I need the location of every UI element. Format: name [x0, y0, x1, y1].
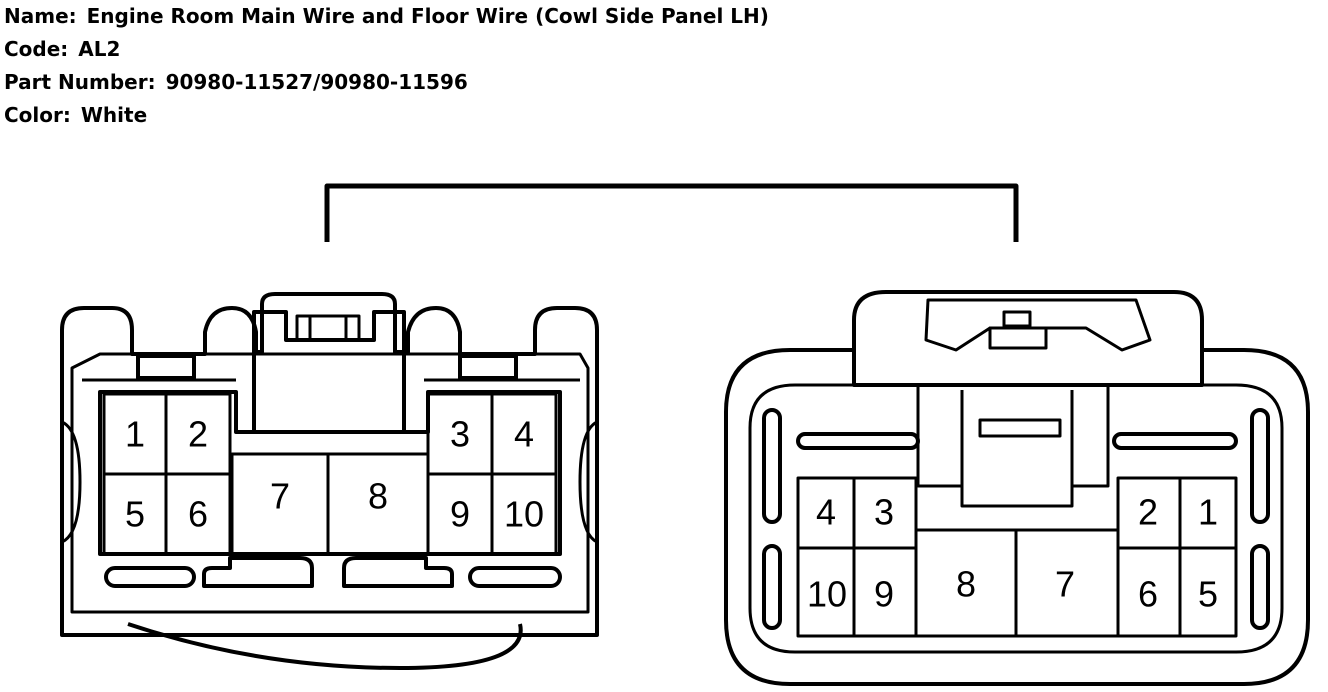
- right-connector: 4 3 2 1 10 9 8 7 6 5: [724, 290, 1310, 686]
- left-lock-tab: [295, 314, 361, 342]
- right-lock-housing: [852, 290, 1204, 387]
- right-pin-1: 1: [1198, 492, 1218, 533]
- right-pin-4: 4: [816, 492, 836, 533]
- right-lock-latch: [978, 418, 1062, 438]
- right-cell-5: [1178, 546, 1238, 638]
- right-side-slot-1: [762, 408, 782, 524]
- left-pin-5: 5: [125, 494, 145, 535]
- right-pin-6: 6: [1138, 574, 1158, 615]
- left-cell-6: [164, 472, 232, 556]
- right-pin-cells: [796, 476, 1238, 638]
- left-tab-left: [136, 354, 196, 380]
- color-label: Color:: [4, 103, 71, 127]
- right-lock-rails: [960, 390, 1074, 486]
- color-value: White: [80, 103, 148, 127]
- left-slot-3: [342, 556, 454, 588]
- code-label: Code:: [4, 37, 69, 61]
- left-pin-4: 4: [514, 414, 534, 455]
- right-pin-3: 3: [874, 492, 894, 533]
- right-top-slot-left: [796, 432, 920, 450]
- right-pin-10: 10: [807, 574, 847, 615]
- left-pin-8: 8: [368, 476, 388, 517]
- left-rib-left: [61, 420, 82, 544]
- right-pin-5: 5: [1198, 574, 1218, 615]
- part-number-value: 90980-11527/90980-11596: [165, 70, 468, 94]
- right-side-slot-4: [1250, 544, 1270, 630]
- name-label: Name:: [4, 4, 77, 28]
- left-lock-detail: [308, 316, 348, 340]
- right-pin-8: 8: [956, 564, 976, 605]
- right-lock-nub: [1002, 310, 1032, 328]
- left-tab-right: [458, 354, 518, 380]
- right-pin-9: 9: [874, 574, 894, 615]
- right-housing-inner: [748, 383, 1284, 654]
- left-cell-10: [490, 472, 558, 556]
- part-number-label: Part Number:: [4, 70, 156, 94]
- part-number-row: Part Number: 90980-11527/90980-11596: [4, 66, 769, 99]
- name-row: Name: Engine Room Main Wire and Floor Wir…: [4, 0, 769, 33]
- left-pin-2: 2: [188, 414, 208, 455]
- left-connector: 1 2 3 4 5 6 7 8 9 10: [60, 292, 599, 670]
- right-side-slot-2: [762, 544, 782, 630]
- left-housing-outline: [60, 292, 599, 637]
- right-lock-tab: [988, 326, 1048, 350]
- left-lock-lever: [252, 310, 406, 432]
- right-lock-cover: [924, 298, 1152, 352]
- color-row: Color: White: [4, 99, 769, 132]
- left-bottom-skirt: [127, 622, 523, 670]
- left-housing-inner: [70, 352, 590, 614]
- code-value: AL2: [78, 37, 121, 61]
- left-pin-7: 7: [270, 476, 290, 517]
- code-row: Code: AL2: [4, 33, 769, 66]
- left-pin-3: 3: [450, 414, 470, 455]
- right-lock-guide: [916, 385, 1110, 508]
- left-slot-2: [202, 556, 314, 588]
- left-pin-6: 6: [188, 494, 208, 535]
- right-side-slot-3: [1250, 408, 1270, 524]
- left-pin-cells: [102, 392, 558, 556]
- right-pin-2: 2: [1138, 492, 1158, 533]
- left-pin-1: 1: [125, 414, 145, 455]
- left-pin-10: 10: [504, 494, 544, 535]
- right-housing-outline: [724, 348, 1310, 686]
- left-pin-9: 9: [450, 494, 470, 535]
- left-rib-right: [578, 420, 598, 544]
- mating-bracket: [324, 183, 1019, 242]
- left-slot-4: [468, 566, 562, 588]
- right-top-slot-right: [1112, 432, 1238, 450]
- name-value: Engine Room Main Wire and Floor Wire (Co…: [86, 4, 769, 28]
- right-pin-7: 7: [1055, 564, 1075, 605]
- connector-info: Name: Engine Room Main Wire and Floor Wir…: [4, 0, 769, 132]
- left-slot-1: [104, 566, 196, 588]
